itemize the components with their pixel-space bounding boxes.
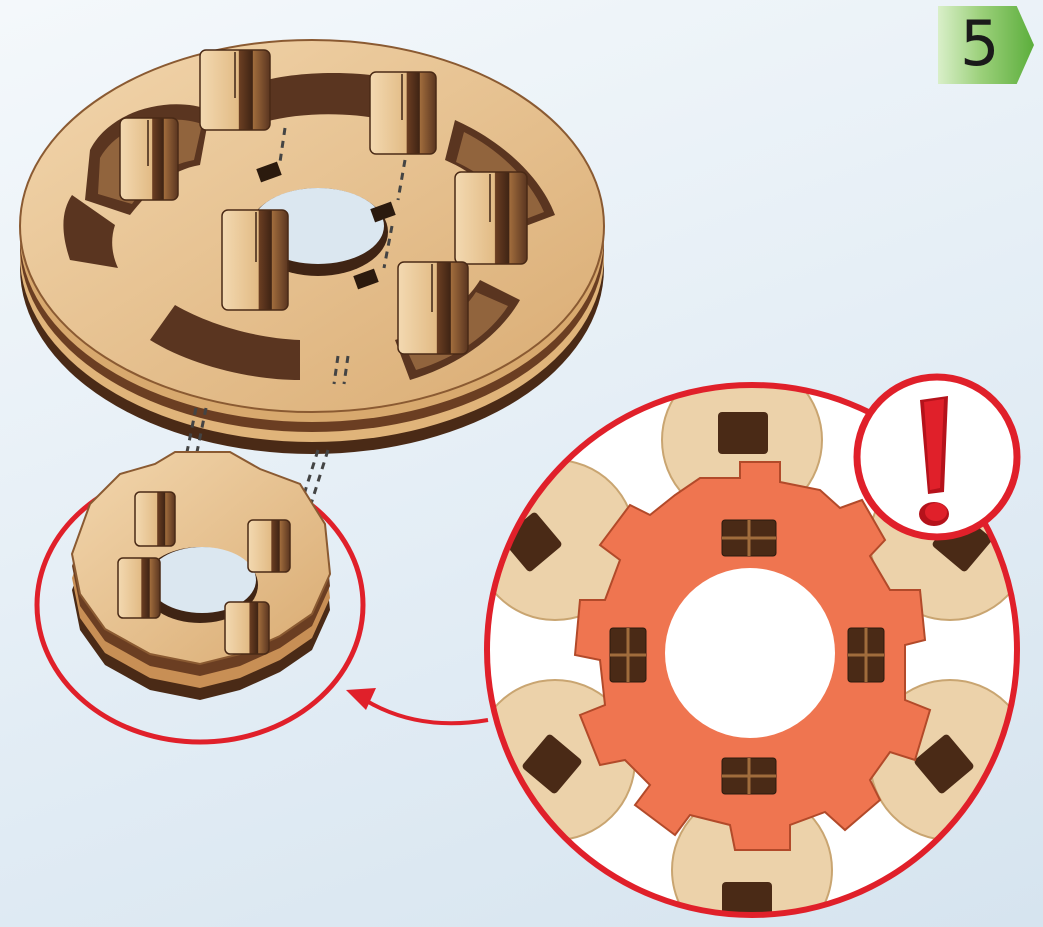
step-number: 5: [960, 8, 999, 80]
disc-peg: [398, 262, 468, 354]
small-gear-callout: [37, 452, 363, 742]
disc-peg: [120, 118, 178, 200]
step-number-badge: 5: [938, 6, 1034, 84]
warning-badge: [857, 377, 1017, 537]
small-gear: [72, 452, 330, 700]
arrow-left-icon: [346, 688, 488, 723]
disc-peg: [370, 72, 436, 154]
large-wooden-disc: [20, 40, 604, 454]
disc-peg: [222, 210, 288, 310]
disc-peg: [455, 172, 527, 264]
disc-peg: [200, 50, 270, 130]
